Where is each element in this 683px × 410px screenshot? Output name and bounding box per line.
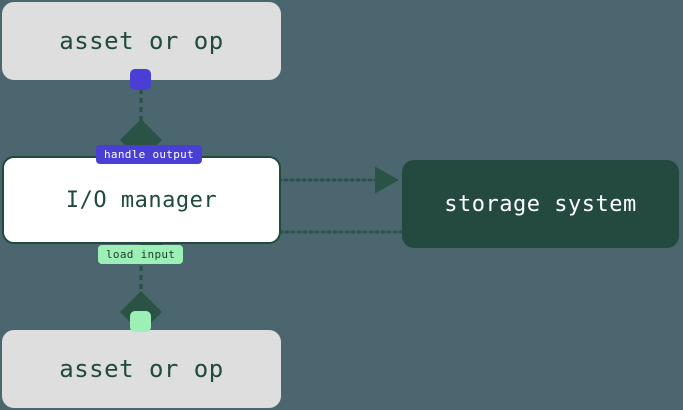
output-port-handle[interactable]	[130, 69, 151, 90]
edge-label-handle-output[interactable]: handle output	[96, 145, 202, 164]
node-storage-system[interactable]: storage system	[402, 160, 679, 248]
edge-label-text: handle output	[104, 148, 194, 161]
node-label: asset or op	[59, 355, 224, 383]
node-asset-or-op-bottom[interactable]: asset or op	[2, 330, 281, 408]
input-port-handle[interactable]	[130, 311, 151, 332]
edge-label-text: load input	[106, 248, 176, 261]
node-label: storage system	[444, 191, 637, 217]
node-label: I/O manager	[65, 187, 218, 213]
node-io-manager[interactable]: I/O manager	[2, 156, 281, 244]
node-asset-or-op-top[interactable]: asset or op	[2, 2, 281, 80]
edge-label-load-input[interactable]: load input	[98, 245, 184, 264]
node-label: asset or op	[59, 27, 224, 55]
